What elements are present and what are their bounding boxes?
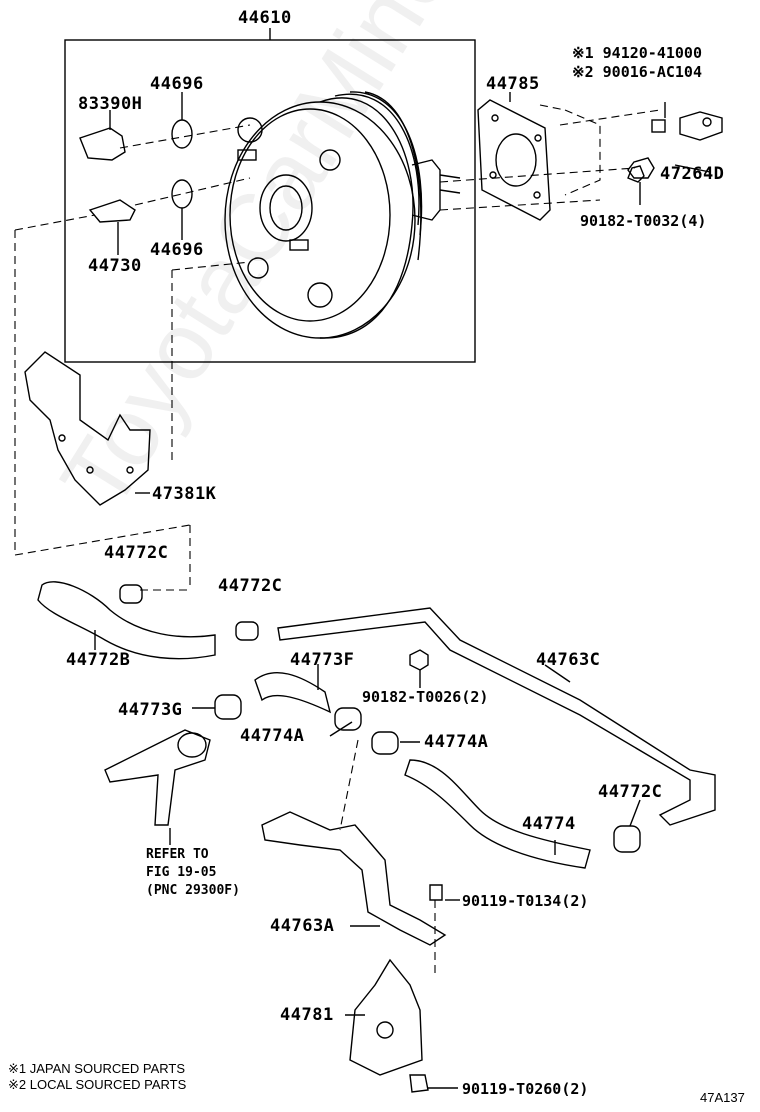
refer-line-3: (PNC 29300F) <box>146 883 240 898</box>
part-label-44781: 44781 <box>280 1005 334 1025</box>
part-label-90182-T0026: 90182-T0026(2) <box>362 688 489 706</box>
part-label-44774A-a: 44774A <box>240 726 305 746</box>
legend-mark1-code: ※1 94120-41000 <box>572 44 702 62</box>
valve-parts-drawing <box>79 92 193 255</box>
refer-line-2: FIG 19-05 <box>146 865 217 880</box>
footnote-japan-sourced: ※1 JAPAN SOURCED PARTS <box>8 1061 186 1076</box>
part-label-44772C-c: 44772C <box>598 782 663 802</box>
hoses-drawing <box>37 581 716 869</box>
clevis-47264D-drawing <box>627 102 723 205</box>
part-label-44785: 44785 <box>486 74 540 94</box>
bracket-47381K-drawing <box>24 351 151 506</box>
part-label-44730: 44730 <box>88 256 142 276</box>
refer-line-1: REFER TO <box>146 847 209 862</box>
part-label-44696-lower: 44696 <box>150 240 204 260</box>
part-label-44763C: 44763C <box>536 650 601 670</box>
part-label-83390H: 83390H <box>78 94 143 114</box>
part-label-47381K: 47381K <box>152 484 217 504</box>
part-label-44610: 44610 <box>238 8 292 28</box>
pipe-bracket-drawing <box>261 811 447 1093</box>
part-label-44774: 44774 <box>522 814 576 834</box>
gasket-44785-drawing <box>477 92 551 221</box>
legend-mark2-code: ※2 90016-AC104 <box>572 63 702 81</box>
nut-drawing <box>409 649 429 671</box>
part-label-44773F: 44773F <box>290 650 355 670</box>
footnote-local-sourced: ※2 LOCAL SOURCED PARTS <box>8 1077 187 1092</box>
part-label-44763A: 44763A <box>270 916 335 936</box>
brake-booster-drawing <box>224 91 461 339</box>
figure-id: 47A137 <box>700 1090 745 1105</box>
part-label-44774A-b: 44774A <box>424 732 489 752</box>
part-label-44772C-a: 44772C <box>104 543 169 563</box>
part-label-90182-T0032: 90182-T0032(4) <box>580 212 707 230</box>
part-label-44773G: 44773G <box>118 700 183 720</box>
part-label-44696-upper: 44696 <box>150 74 204 94</box>
refer-note: REFER TO FIG 19-05 (PNC 29300F) <box>146 846 240 900</box>
part-label-90119-T0134: 90119-T0134(2) <box>462 892 589 910</box>
part-label-90119-T0260: 90119-T0260(2) <box>462 1080 589 1098</box>
part-label-47264D: 47264D <box>660 164 725 184</box>
part-label-44772C-b: 44772C <box>218 576 283 596</box>
part-label-44772B: 44772B <box>66 650 131 670</box>
